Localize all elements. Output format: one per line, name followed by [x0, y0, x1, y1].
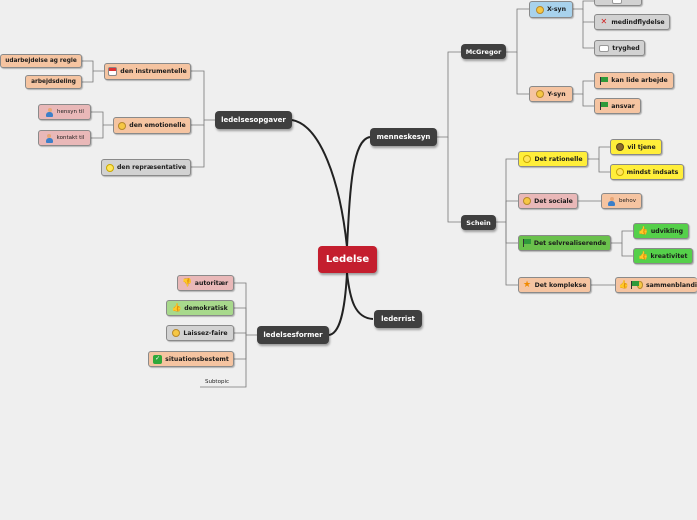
hensyn-til-label: hensyn til [57, 109, 84, 115]
envelope-icon [599, 44, 610, 52]
den-instrumentelle-label: den instrumentelle [120, 68, 187, 75]
arbejdsdeling-label: arbejdsdeling [31, 79, 76, 85]
smile-face-icon [523, 197, 532, 205]
person-icon [45, 133, 54, 143]
sammenblandi-label: sammenblandi [645, 281, 697, 289]
topic-sammenblandi[interactable]: 👍 sammenblandi [615, 277, 697, 293]
topic-den-emotionelle[interactable]: den emotionelle [113, 117, 191, 134]
tryghed-label: tryghed [612, 44, 640, 52]
behov-label: behov [619, 198, 636, 204]
lightbulb-icon [615, 168, 624, 176]
den-emotionelle-label: den emotionelle [129, 122, 186, 129]
topic-demokratisk[interactable]: 👍 demokratisk [166, 300, 234, 316]
topic-ledelsesopgaver[interactable]: ledelsesopgaver [215, 111, 292, 129]
topic-mindst-indsats[interactable]: mindst indsats [610, 164, 684, 180]
topic-medindflydelse[interactable]: ✕ medindflydelse [594, 14, 670, 30]
flag-icon [600, 76, 609, 85]
y-syn-label: Y-syn [547, 90, 566, 98]
topic-den-repraesentative[interactable]: den repræsentative [101, 159, 191, 176]
topic-det-rationelle[interactable]: Det rationelle [518, 151, 588, 167]
topic-det-komplekse[interactable]: ★ Det komplekse [518, 277, 591, 293]
topic-laissez-faire[interactable]: Laissez-faire [166, 325, 234, 341]
det-rationelle-label: Det rationelle [534, 155, 583, 163]
x-mark-icon: ✕ [600, 17, 608, 26]
topic-y-syn[interactable]: Y-syn [529, 86, 573, 102]
topic-subtopic[interactable]: Subtopic [204, 379, 230, 385]
den-repraesentative-label: den repræsentative [116, 164, 187, 171]
root-node[interactable]: Ledelse [318, 246, 377, 273]
money-icon [616, 143, 625, 151]
kreativitet-label: kreativitet [650, 252, 688, 260]
ansvar-label: ansvar [611, 102, 635, 110]
topic-den-instrumentelle[interactable]: den instrumentelle [104, 63, 191, 80]
angry-face-icon [536, 5, 545, 14]
topic-det-selvrealiserende[interactable]: Det selvrealiserende [518, 235, 611, 251]
topic-behov[interactable]: behov [601, 193, 642, 209]
calendar-icon [108, 67, 118, 76]
topic-menneskesyn[interactable]: menneskesyn [370, 128, 437, 146]
topic-kan-lide-arbejde[interactable]: kan lide arbejde [594, 72, 674, 89]
flag-icon [522, 239, 531, 247]
autoritaer-label: autoritær [194, 279, 229, 287]
thumbs-up-icon: 👍 [638, 251, 649, 260]
topic-hensyn-til[interactable]: hensyn til [38, 104, 91, 120]
topic-vil-tjene[interactable]: vil tjene [610, 139, 662, 155]
thumbs-down-icon: 👎 [182, 278, 193, 287]
person-icon [45, 107, 54, 117]
thumbs-up-icon: 👍 [171, 303, 182, 312]
envelope-icon [611, 0, 622, 4]
person-icon [607, 196, 616, 206]
lightbulb-icon [523, 155, 532, 163]
udvikling-label: udvikling [650, 227, 684, 235]
udarbejdelse-label: udarbejdelse ag regle [5, 58, 77, 64]
flag-icon [631, 281, 640, 289]
det-selvrealiserende-label: Det selvrealiserende [533, 239, 607, 247]
topic-x-syn-child-1[interactable] [594, 0, 642, 6]
topic-udarbejdelse-ag-regle[interactable]: udarbejdelse ag regle [0, 54, 82, 68]
laissez-faire-label: Laissez-faire [183, 329, 228, 337]
det-sociale-label: Det sociale [534, 197, 573, 205]
topic-mcgregor[interactable]: McGregor [461, 44, 506, 59]
det-komplekse-label: Det komplekse [534, 281, 587, 289]
angry-face-icon [172, 329, 181, 337]
topic-tryghed[interactable]: tryghed [594, 40, 645, 56]
topic-ansvar[interactable]: ansvar [594, 98, 641, 114]
topic-x-syn[interactable]: X-syn [529, 1, 573, 18]
topic-kreativitet[interactable]: 👍 kreativitet [633, 248, 693, 264]
topic-lederrist[interactable]: lederrist [374, 310, 422, 328]
thumbs-up-icon: 👍 [618, 280, 629, 289]
topic-arbejdsdeling[interactable]: arbejdsdeling [25, 75, 82, 89]
demokratisk-label: demokratisk [184, 304, 228, 312]
topic-schein[interactable]: Schein [461, 215, 496, 230]
flag-icon [600, 102, 609, 110]
topic-autoritaer[interactable]: 👎 autoritær [177, 275, 234, 291]
x-syn-label: X-syn [547, 6, 566, 13]
topic-ledelsesformer[interactable]: ledelsesformer [257, 326, 329, 344]
mindst-indsats-label: mindst indsats [626, 168, 679, 176]
thumbs-up-icon: 👍 [638, 226, 649, 235]
star-icon: ★ [523, 279, 532, 290]
vil-tjene-label: vil tjene [627, 143, 656, 151]
kan-lide-arbejde-label: kan lide arbejde [611, 77, 668, 84]
lightbulb-icon [105, 163, 114, 172]
topic-situationsbestemt[interactable]: ✓ situationsbestemt [148, 351, 234, 367]
cool-face-icon [118, 121, 127, 130]
situationsbestemt-label: situationsbestemt [165, 355, 229, 363]
kontakt-til-label: kontakt til [56, 135, 85, 141]
topic-udvikling[interactable]: 👍 udvikling [633, 223, 689, 239]
cool-face-icon [536, 90, 545, 98]
checkmark-icon: ✓ [153, 354, 163, 364]
topic-kontakt-til[interactable]: kontakt til [38, 130, 91, 146]
topic-det-sociale[interactable]: Det sociale [518, 193, 578, 209]
medindflydelse-label: medindflydelse [611, 18, 665, 26]
